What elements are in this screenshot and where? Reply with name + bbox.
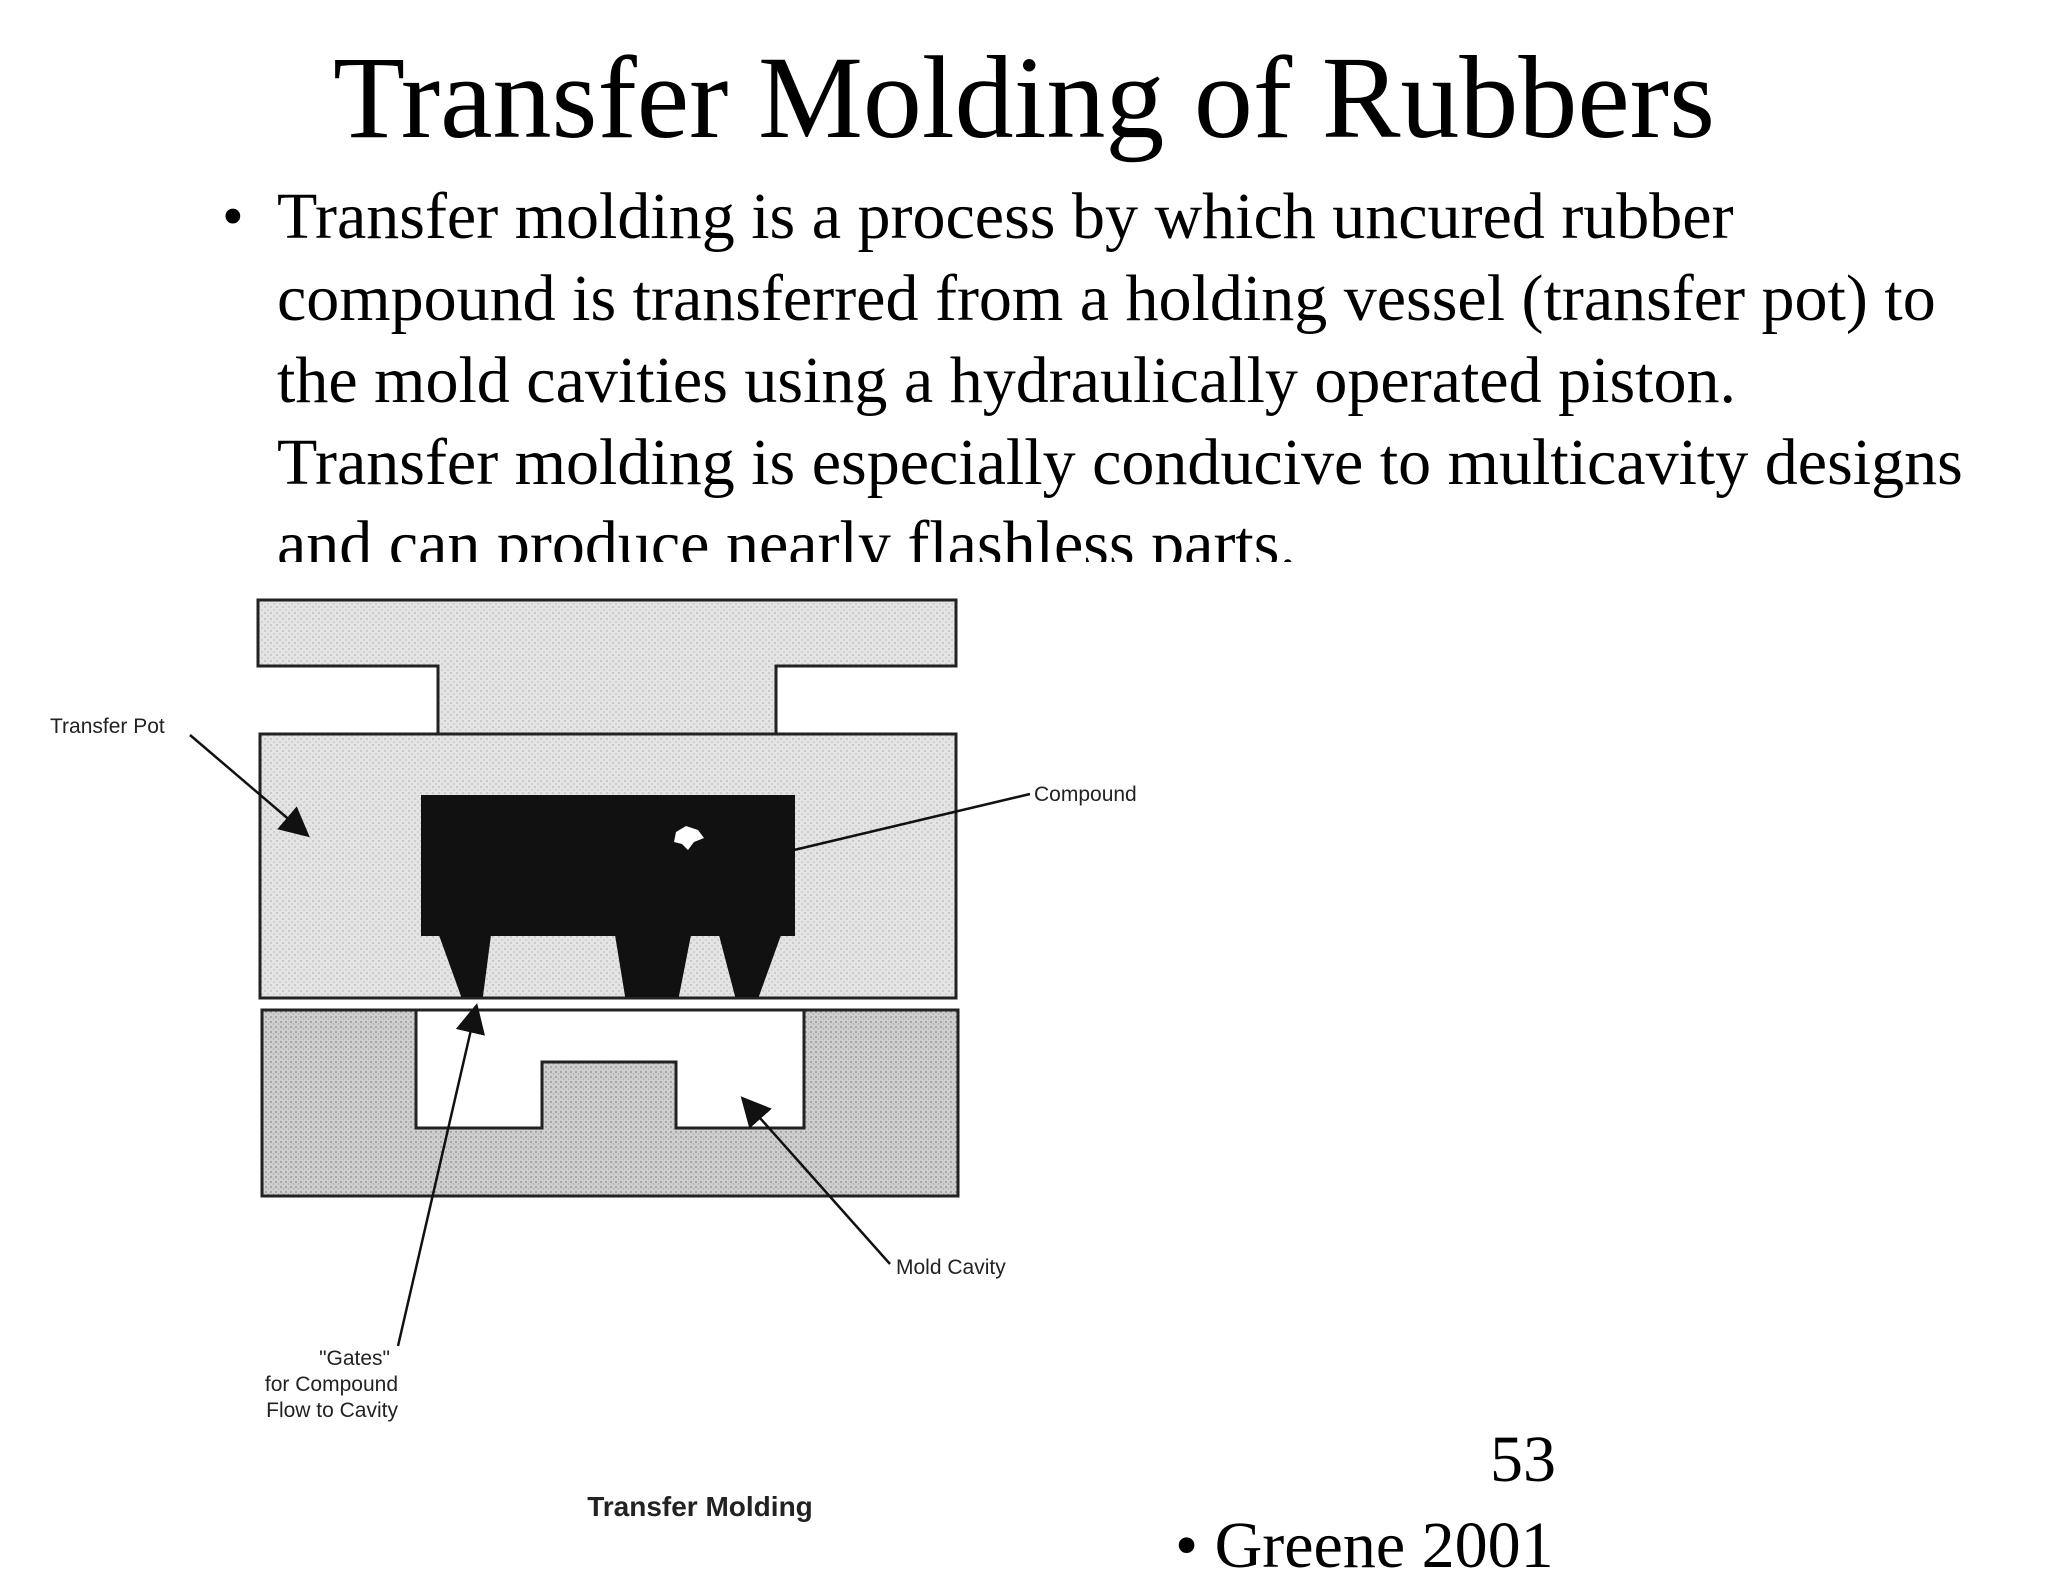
gates-label-line3: Flow to Cavity (266, 1399, 398, 1422)
gates-label-line2: for Compound (264, 1373, 398, 1396)
compound-fill (421, 795, 795, 997)
mold-cavity (414, 1008, 806, 1130)
gates-label-line1: "Gates" (319, 1347, 390, 1370)
compound-leader (793, 792, 1031, 852)
gates-leader (396, 1003, 485, 1347)
bullet-marker: • (222, 183, 244, 251)
slide-title: Transfer Molding of Rubbers (332, 32, 1716, 163)
transfer-pot-leader (189, 734, 310, 838)
mold-cavity-leader (740, 1096, 891, 1265)
mold-cavity-label: Mold Cavity (896, 1256, 1006, 1279)
transfer-molding-diagram (189, 598, 1031, 1347)
bullet-text: Transfer molding is a process by which u… (277, 180, 1963, 562)
transfer-pot-label: Transfer Pot (50, 715, 165, 738)
footer-credit: • Greene 2001 (1175, 1509, 1554, 1582)
figure-caption: Transfer Molding (587, 1491, 813, 1522)
transfer-pot-block (258, 732, 958, 1000)
compound-label: Compound (1034, 783, 1137, 806)
page-number: 53 (1490, 1423, 1556, 1496)
bullet-list: • Transfer molding is a process by which… (222, 176, 2048, 562)
